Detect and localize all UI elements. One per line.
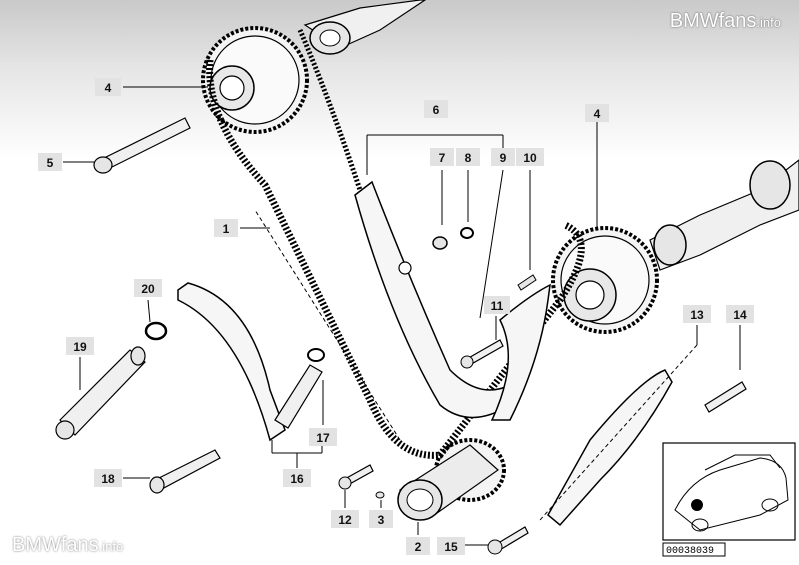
callout-10: 10: [523, 151, 537, 165]
callout-3: 3: [378, 513, 385, 527]
callout-18: 18: [101, 472, 115, 486]
bolt-18: [149, 449, 221, 494]
callout-1: 1: [223, 222, 230, 236]
callout-5: 5: [47, 156, 54, 170]
guide-13: [547, 369, 673, 527]
chain-tensioner: [55, 346, 146, 440]
bolt-12: [338, 464, 374, 490]
callout-9: 9: [500, 151, 507, 165]
stud-14: [704, 381, 747, 413]
crankshaft-sprocket: [397, 438, 506, 521]
callout-17: 17: [316, 431, 330, 445]
right-camshaft-sprocket: [551, 226, 659, 334]
upper-camshaft-sprocket: [201, 26, 309, 134]
callout-12: 12: [338, 513, 352, 527]
guide-rail-left: [177, 282, 286, 442]
callout-6: 6: [433, 103, 440, 117]
callout-15: 15: [444, 540, 458, 554]
seal-ring-20: [144, 321, 168, 341]
callout-16: 16: [290, 472, 304, 486]
callout-19: 19: [73, 340, 87, 354]
callout-20: 20: [141, 282, 155, 296]
timing-chain: [206, 59, 585, 459]
pivot-link: [274, 348, 325, 429]
watermark-top-tld: .info: [756, 15, 781, 30]
callout-8: 8: [465, 151, 472, 165]
bolt-11: [460, 339, 504, 369]
guide-rail-right: [490, 283, 551, 421]
right-camshaft: [649, 159, 799, 271]
watermark-bottom: BMWfans.info: [12, 534, 123, 557]
leader-lines: [63, 86, 741, 546]
washer-7: [432, 236, 448, 250]
location-marker-icon: [691, 499, 703, 511]
diagram-reference-code: 00038039: [666, 546, 714, 557]
bolt-5: [93, 117, 191, 174]
pin-3: [375, 491, 385, 499]
watermark-bottom-tld: .info: [98, 539, 124, 554]
bolt-15: [487, 526, 529, 555]
callout-13: 13: [690, 308, 704, 322]
callout-4-top: 4: [105, 81, 112, 95]
pin-10: [517, 274, 537, 291]
vehicle-location-thumbnail: [662, 442, 796, 541]
watermark-top-name: BMWfans: [669, 10, 757, 32]
callout-labels: 4 5 1 6 7 8 9 10 11 4 20 19 17: [38, 78, 754, 555]
callout-2: 2: [415, 540, 422, 554]
callout-11: 11: [491, 299, 504, 313]
watermark-top: BMWfans.info: [670, 10, 781, 33]
callout-4-right: 4: [594, 107, 601, 121]
upper-camshaft: [303, 0, 427, 55]
callout-14: 14: [733, 308, 747, 322]
o-ring-8: [460, 227, 474, 239]
watermark-bottom-name: BMWfans: [12, 534, 99, 556]
callout-7: 7: [439, 151, 446, 165]
